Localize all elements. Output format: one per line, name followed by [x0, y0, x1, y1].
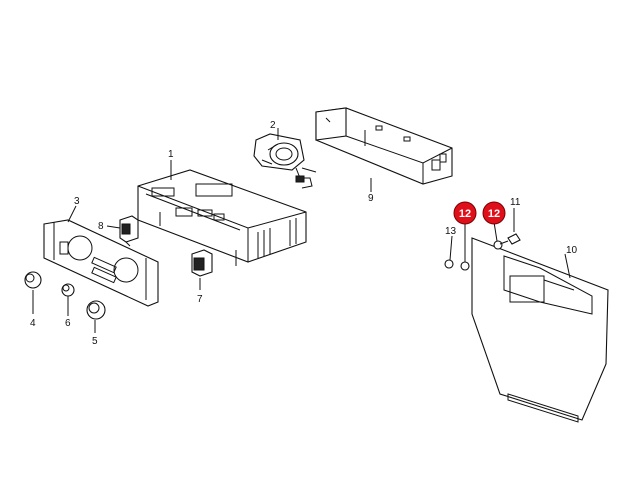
callout-12-label-a: 12	[459, 208, 471, 220]
part-13-nut	[444, 259, 454, 269]
callout-6: 6	[65, 318, 71, 329]
callout-8: 8	[98, 221, 104, 232]
callout-7: 7	[197, 294, 203, 305]
part-3-faceplate	[43, 219, 159, 307]
part-10-mounting-plate	[471, 237, 609, 423]
callout-13: 13	[445, 226, 457, 237]
callout-1: 1	[168, 149, 174, 160]
callout-10: 10	[566, 245, 578, 256]
callout-12-label-b: 12	[488, 208, 500, 220]
callout-4: 4	[30, 318, 36, 329]
part-6-knob	[61, 283, 75, 297]
part-4-knob	[24, 271, 42, 289]
part-9-tray	[315, 107, 453, 185]
callout-labels: 1 2 3 4 5 6 7 8 9 10 11 13	[30, 120, 578, 347]
part-1-control-unit	[137, 169, 307, 266]
callout-12-badge-b[interactable]: 12	[482, 201, 506, 225]
callout-3: 3	[74, 196, 80, 207]
part-11-screw	[499, 233, 521, 245]
part-7-switch	[191, 249, 213, 277]
callout-2: 2	[270, 120, 276, 131]
part-5-knob	[86, 300, 106, 320]
leader-lines	[32, 128, 571, 333]
part-12-washer-b	[493, 240, 503, 250]
part-2-motor	[253, 133, 317, 189]
callout-12-badge-a[interactable]: 12	[453, 201, 477, 225]
part-8-switch	[119, 215, 139, 247]
callout-11: 11	[510, 197, 521, 208]
callout-5: 5	[92, 336, 98, 347]
part-12-washer-a	[460, 261, 470, 271]
callout-9: 9	[368, 193, 374, 204]
